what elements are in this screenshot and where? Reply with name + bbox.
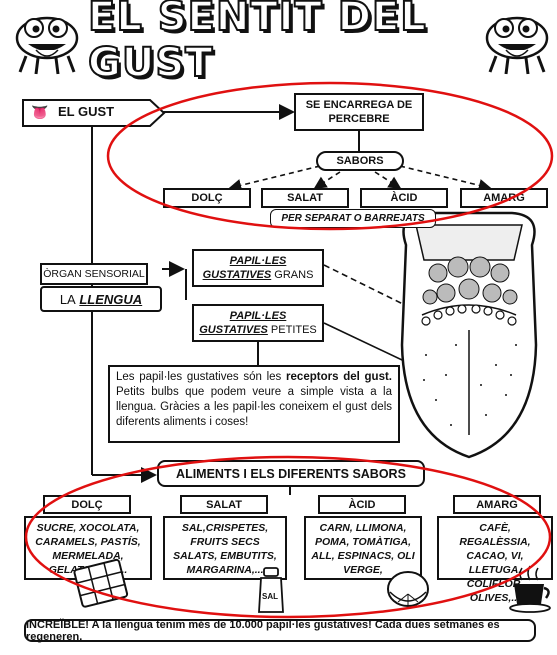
food-header-label: DOLÇ [71,498,103,511]
taste-salat: SALAT [261,188,349,208]
aliments-title-box: ALIMENTS I ELS DIFERENTS SABORS [157,460,425,487]
papil-grans-line1: PAPIL·LES [229,255,287,267]
organ-name: LLENGUA [79,291,143,307]
papil-petites-suffix: PETITES [267,324,317,336]
footer-note: INCREÏBLE! A la llengua tenim més de 10.… [24,618,536,643]
food-header-label: SALAT [206,498,242,511]
food-header-label: AMARG [476,498,518,511]
taste-label: AMARG [483,192,525,204]
papil-grans-suffix: GRANS [271,269,314,281]
organ-prefix: LA [59,291,76,307]
mascot-right-icon [485,16,549,75]
taste-label: ÀCID [390,192,418,204]
food-list-amarg: CAFÈ, REGALÈSSIA, CACAO, VI, LLETUGA, CO… [437,516,553,604]
taste-amarg: AMARG [460,188,548,208]
el-gust-label: EL GUST [58,104,115,119]
organ-label: ÒRGAN SENSORIAL [43,268,145,280]
food-header-acid: ÀCID [318,495,406,514]
papil-grans-box: PAPIL·LES GUSTATIVES GRANS [192,249,324,287]
tongue-face-icon: 👅 [31,105,49,121]
footer-note-text: INCREÏBLE! A la llengua tenim més de 10.… [26,618,500,643]
papil-grans-line2: GUSTATIVES [202,269,272,281]
salt-label: SAL [262,592,278,601]
taste-dolc: DOLÇ [163,188,251,208]
food-header-label: ÀCID [348,498,376,511]
taste-label: SALAT [287,192,323,204]
organ-label-box: ÒRGAN SENSORIAL [40,263,148,285]
taste-acid: ÀCID [360,188,448,208]
aliments-title: ALIMENTS I ELS DIFERENTS SABORS [176,466,406,481]
sabors-label: SABORS [336,155,384,167]
tongue-illustration [400,211,538,459]
papil-petites-line1: PAPIL·LES [229,310,287,322]
taste-label: DOLÇ [191,192,223,204]
description-text-1: Les papil·les gustatives són les [116,371,287,383]
function-box: SE ENCARREGA DE PERCEBRE [294,93,424,131]
papil-petites-line2: GUSTATIVES [199,324,268,336]
food-list-acid: CARN, LLIMONA, POMA, TOMÀTIGA, ALL, ESPI… [304,516,422,580]
mascot-left-icon [15,16,79,75]
papil-petites-box: PAPIL·LES GUSTATIVES PETITES [192,304,324,342]
description-box: Les papil·les gustatives són les recepto… [108,365,400,443]
sabors-box: SABORS [316,151,404,171]
food-header-salat: SALAT [180,495,268,514]
lemon-icon [387,571,429,607]
description-text-2: Petits bulbs que podem veure a simple vi… [116,386,392,428]
llengua-box-display: LA LLENGUA [40,286,162,312]
chocolate-icon [73,558,129,608]
per-separat-label: PER SEPARAT O BARREJATS [281,213,425,224]
salt-shaker-icon [258,567,284,613]
el-gust-box-shape [22,99,166,127]
description-highlight: receptors del gust. [286,371,393,383]
function-text: SE ENCARREGA DE PERCEBRE [305,99,413,125]
food-header-dolc: DOLÇ [43,495,131,514]
